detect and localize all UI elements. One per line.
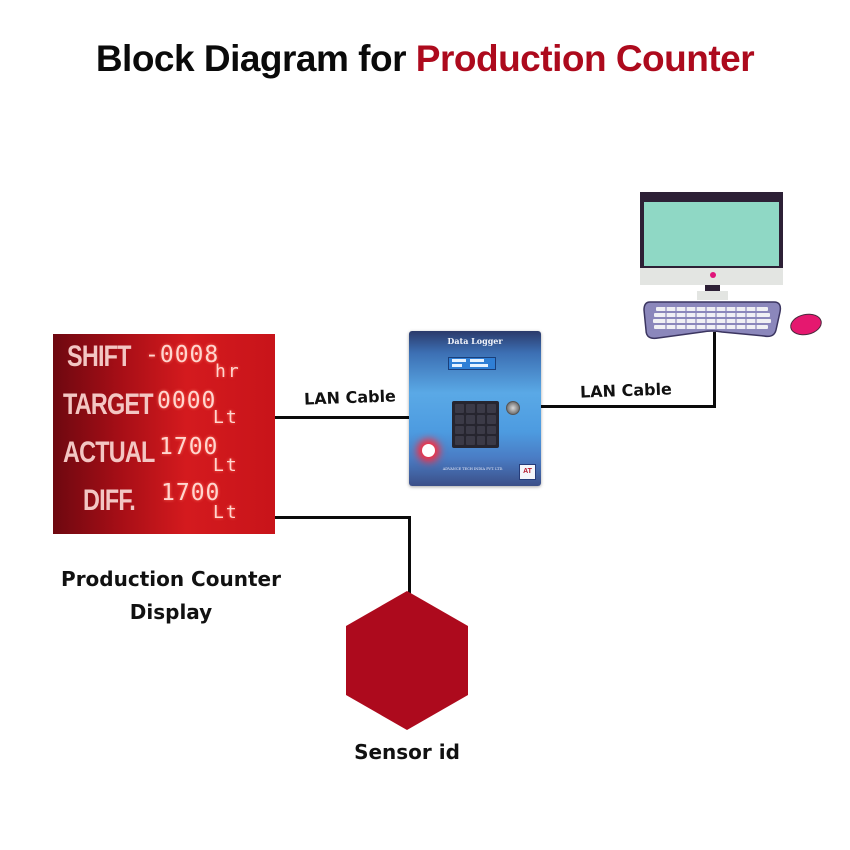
data-logger-keypad: [452, 401, 499, 448]
wire-logger-to-computer-v: [713, 332, 716, 408]
display-row-name: TARGET: [63, 388, 154, 421]
display-row-unit: Lt: [213, 455, 239, 476]
display-row-shift: SHIFT -0008 hr: [53, 338, 275, 388]
company-logo: AT: [519, 464, 536, 480]
diagram-title: Block Diagram for Production Counter: [0, 38, 850, 80]
power-led-icon: [422, 444, 435, 457]
wire-logger-to-computer-h: [541, 405, 716, 408]
data-logger-company: ADVANCE TECH INDIA PVT. LTD.: [442, 467, 504, 471]
display-row-name: SHIFT: [67, 340, 131, 373]
display-row-unit: hr: [215, 361, 241, 382]
monitor-base: [697, 291, 728, 300]
display-row-diff: DIFF. 1700 Lt: [53, 480, 275, 532]
key-lock-icon: [506, 401, 520, 415]
keyboard-icon: [643, 301, 782, 340]
display-row-name: ACTUAL: [63, 436, 155, 469]
display-row-value: -0008: [145, 342, 220, 368]
lan-cable-label-right: LAN Cable: [579, 379, 673, 402]
sensor-hexagon-icon: [346, 591, 468, 730]
display-row-value: 1700: [161, 480, 221, 506]
title-prefix: Block Diagram for: [95, 38, 416, 79]
monitor-power-dot: [710, 272, 716, 278]
wire-display-to-logger: [275, 416, 410, 419]
display-row-value: 0000: [157, 388, 217, 414]
display-row-actual: ACTUAL 1700 Lt: [53, 434, 275, 484]
title-highlight: Production Counter: [415, 38, 755, 79]
display-label-line1: Production Counter: [61, 567, 281, 591]
display-row-unit: Lt: [213, 407, 239, 428]
display-label-line2: Display: [129, 600, 213, 624]
mouse-icon: [788, 310, 824, 339]
production-counter-display: SHIFT -0008 hr TARGET 0000 Lt ACTUAL 170…: [53, 334, 275, 534]
display-row-name: DIFF.: [83, 484, 136, 517]
display-row-target: TARGET 0000 Lt: [53, 386, 275, 436]
display-label: Production Counter Display: [30, 563, 312, 629]
wire-display-to-sensor-h: [275, 516, 411, 519]
computer-icon: [630, 190, 830, 350]
data-logger-lcd: [448, 357, 496, 370]
monitor-stand: [705, 285, 720, 291]
sensor-label: Sensor id: [354, 740, 460, 764]
display-row-unit: Lt: [213, 502, 239, 523]
monitor-screen: [644, 202, 779, 266]
data-logger-title: Data Logger: [447, 336, 503, 346]
data-logger-device: Data Logger ADVANCE TECH INDIA PVT. LTD.…: [409, 331, 541, 486]
display-row-value: 1700: [159, 434, 219, 460]
lan-cable-label-left: LAN Cable: [303, 386, 397, 409]
wire-display-to-sensor-v: [408, 516, 411, 594]
